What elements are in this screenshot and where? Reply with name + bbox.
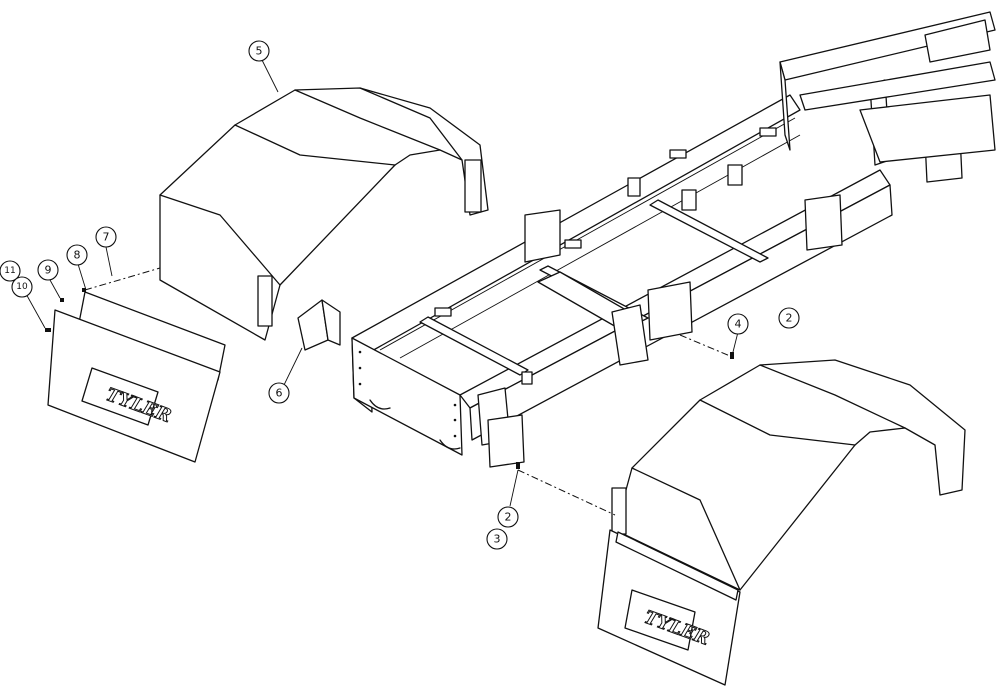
- callout-10: 10: [11, 276, 33, 298]
- rear-end-plate: [351, 337, 463, 456]
- svg-text:9: 9: [45, 264, 52, 277]
- spring-bracket-1: [611, 304, 649, 366]
- cross-member-1: [419, 316, 529, 376]
- callout-11: 11: [0, 260, 21, 282]
- svg-text:2: 2: [505, 511, 512, 524]
- callout-9: 9: [37, 259, 59, 281]
- front-post-left: [779, 61, 791, 151]
- right-mudflap-bar: [615, 531, 739, 601]
- callout-2-upper: 2: [778, 307, 800, 329]
- right-fender-body: [614, 359, 966, 591]
- chassis-frame: [351, 11, 996, 468]
- assembly-lines: [84, 267, 731, 516]
- svg-text:10: 10: [16, 282, 28, 292]
- front-bracket: [924, 19, 991, 63]
- right-mudflap-assembly: TYLER: [597, 529, 741, 686]
- right-mudflap-logo-box: [624, 589, 696, 651]
- right-fender: [611, 359, 966, 591]
- leader-lines: [24, 59, 739, 507]
- svg-text:7: 7: [103, 231, 110, 244]
- callout-2-lower: 2: [497, 506, 519, 528]
- callout-3: 3: [486, 528, 508, 550]
- callout-8: 8: [66, 244, 88, 266]
- svg-text:8: 8: [74, 249, 81, 262]
- callout-5: 5: [248, 40, 270, 62]
- mount-plate: [487, 414, 525, 468]
- svg-text:5: 5: [256, 45, 263, 58]
- front-frame-side: [859, 94, 996, 163]
- svg-text:4: 4: [735, 318, 742, 331]
- fender-mount-bracket: [297, 299, 341, 351]
- hanger-3: [804, 194, 843, 251]
- callout-7: 7: [95, 226, 117, 248]
- front-lower-rail: [799, 61, 996, 111]
- svg-text:11: 11: [4, 266, 15, 276]
- left-mudflap-logo-box: [81, 367, 159, 426]
- left-mudflap-assembly: TYLER: [47, 291, 226, 463]
- hanger-2: [647, 281, 693, 341]
- svg-text:6: 6: [276, 387, 283, 400]
- callout-4: 4: [727, 313, 749, 335]
- svg-text:3: 3: [494, 533, 501, 546]
- hanger-1: [524, 209, 561, 263]
- cross-member-3: [649, 199, 769, 263]
- left-fender: [159, 87, 489, 341]
- svg-text:2: 2: [786, 312, 793, 325]
- fasteners: [45, 288, 734, 469]
- callout-6: 6: [268, 382, 290, 404]
